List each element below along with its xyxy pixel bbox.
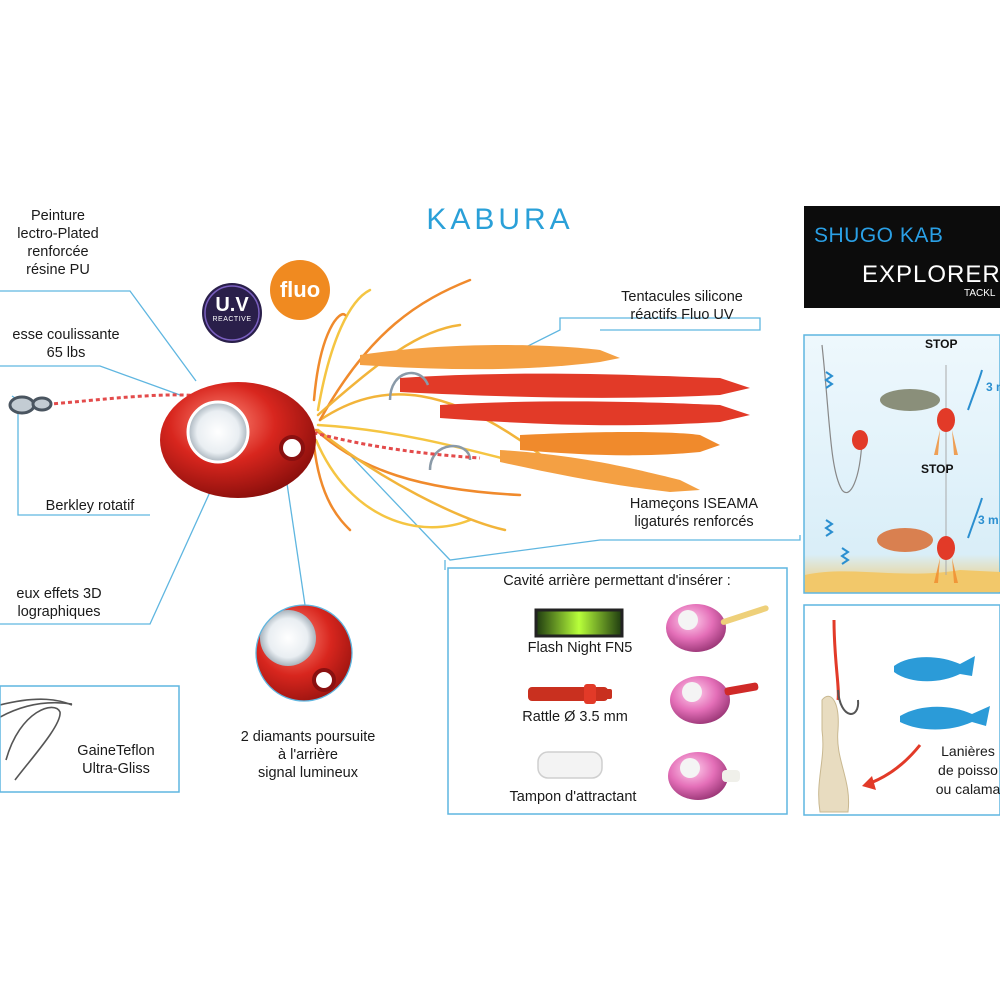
callout-eyes-line-1: eux effets 3D: [16, 586, 102, 602]
page-title: KABURA: [426, 203, 574, 236]
brand-tackle: TACKL: [964, 288, 996, 299]
swivel-icon: [8, 395, 53, 415]
bait-strips-caption-line-2: de poisso: [938, 762, 998, 778]
callout-hooks: Hameçons ISEAMA ligaturés renforcés: [604, 495, 784, 531]
bait-strips-caption-line-1: Lanières: [941, 743, 995, 759]
bait-strips-diagram: [818, 619, 990, 813]
callout-tentacles-line-1: Tentacules silicone: [621, 289, 743, 305]
callout-teflon-line-2: Ultra-Gliss: [82, 761, 150, 777]
callout-paint-line-2: lectro-Plated: [17, 226, 99, 242]
bait-strips-caption-line-3: ou calama: [935, 781, 1000, 797]
callout-eyes-line-2: lographiques: [17, 604, 101, 620]
bait-strips-caption: Lanières de poisso ou calama: [918, 742, 1000, 799]
skirt-strands: [312, 278, 562, 532]
callout-tentacles: Tentacules silicone réactifs Fluo UV: [598, 288, 766, 324]
stop-label-bottom: STOP: [921, 462, 954, 476]
callout-paint: Peinture lectro-Plated renforcée résine …: [0, 207, 116, 279]
callout-swivel: Berkley rotatif: [45, 498, 135, 514]
callout-diamonds: 2 diamants poursuite à l'arrière signal …: [218, 728, 398, 782]
callout-diamonds-line-1: 2 diamants poursuite: [240, 729, 376, 745]
insert-label-rattle: Rattle Ø 3.5 mm: [522, 709, 628, 725]
insert-label-attractant: Tampon d'attractant: [509, 789, 637, 805]
distance-label-bottom: 3 m: [978, 513, 999, 527]
stop-label-top: STOP: [925, 337, 958, 351]
callout-teflon: GaineTeflon Ultra-Gliss: [66, 742, 166, 778]
teflon-box: [0, 685, 180, 793]
brand-product-name: SHUGO KAB: [814, 224, 944, 247]
inserts-box: [447, 567, 788, 815]
callout-diamonds-line-3: signal lumineux: [258, 765, 358, 781]
uv-badge-sub: REACTIVE: [212, 316, 252, 323]
callout-tentacles-line-2: réactifs Fluo UV: [630, 307, 734, 323]
fluo-badge-text: fluo: [279, 277, 321, 302]
fluo-badge: [270, 260, 330, 320]
callout-braid: esse coulissante 65 lbs: [0, 326, 132, 362]
pink-lure-with-glowstick: [666, 604, 769, 652]
callout-paint-line-4: résine PU: [26, 262, 90, 278]
attractant-pad-icon: [537, 751, 603, 779]
callout-braid-line-1: esse coulissante: [12, 327, 120, 343]
brand-explorer: EXPLORER: [862, 261, 1000, 288]
pink-lure-with-rattle: [670, 676, 759, 724]
callout-paint-line-1: Peinture: [30, 208, 85, 224]
uv-badge-text: U.V REACTIVE: [202, 295, 262, 324]
brand-logo: SHUGO KAB EXPLORER TACKL: [804, 206, 1000, 308]
callout-hooks-line-2: ligaturés renforcés: [634, 514, 754, 530]
distance-label-top: 3 m: [986, 380, 1000, 394]
callout-teflon-line-1: GaineTeflon: [77, 743, 155, 759]
hooks: [388, 371, 472, 471]
lure-head: [160, 382, 316, 498]
callout-braid-line-2: 65 lbs: [46, 345, 86, 361]
silicone-tentacles: [360, 345, 750, 492]
pink-lure-with-pad: [668, 752, 740, 800]
teflon-sleeve: [0, 698, 73, 781]
callout-eyes: eux effets 3D lographiques: [0, 585, 118, 621]
callout-diamonds-line-2: à l'arrière: [278, 747, 338, 763]
callout-paint-line-3: renforcée: [27, 244, 89, 260]
zoom-detail: [255, 604, 353, 702]
uv-reactive-badge: [202, 283, 262, 343]
callout-hooks-line-1: Hameçons ISEAMA: [629, 496, 759, 512]
insert-label-flash-night: Flash Night FN5: [527, 640, 633, 656]
rattle-icon: [528, 684, 612, 704]
flash-night-icon: [534, 608, 624, 638]
technique-diagram: [805, 344, 1000, 592]
inserts-heading: Cavité arrière permettant d'insérer :: [503, 573, 731, 589]
uv-badge-main: U.V: [215, 294, 249, 316]
